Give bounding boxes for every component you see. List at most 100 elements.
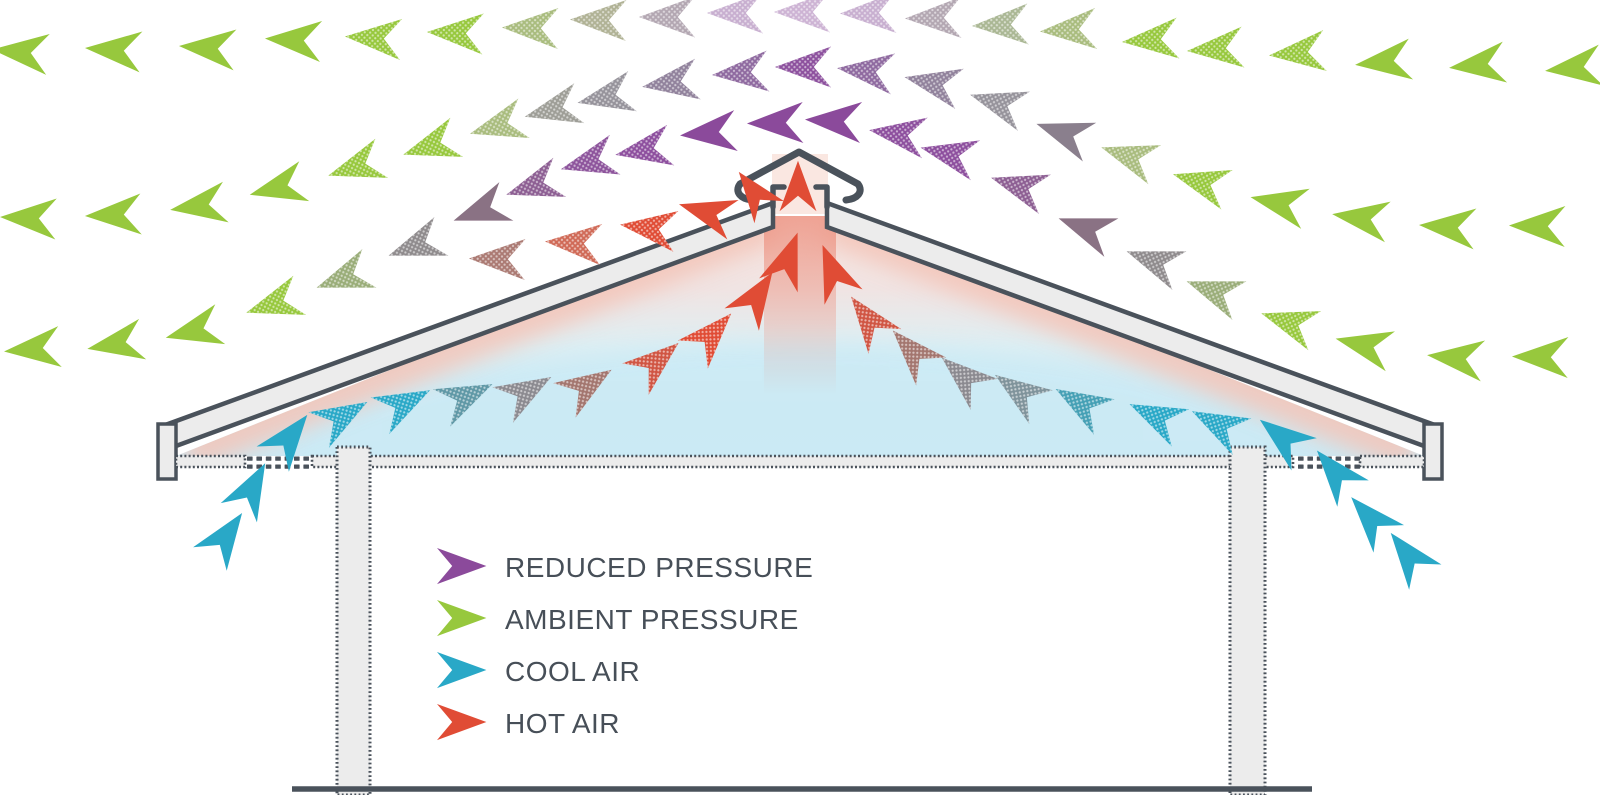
house-structure [156, 199, 1444, 795]
flow-arrow [239, 275, 307, 333]
flow-arrow [774, 46, 832, 88]
flow-arrow [639, 58, 701, 108]
hot-air-arrow-icon [437, 704, 487, 741]
legend: REDUCED PRESSURE AMBIENT PRESSURE COOL A… [437, 548, 813, 741]
flow-arrow [396, 117, 464, 175]
flow-arrow [710, 50, 770, 96]
flow-arrow [1374, 520, 1442, 590]
flow-arrow [343, 16, 403, 60]
vent-dash [275, 464, 281, 469]
legend-label-ambient-pressure: AMBIENT PRESSURE [505, 604, 799, 635]
vent-dash [1335, 456, 1342, 461]
flow-arrow [193, 501, 259, 571]
cool-air-pool [270, 343, 1330, 456]
vent-dash [1345, 456, 1351, 461]
flow-arrow [834, 47, 896, 95]
flow-arrow [84, 193, 142, 237]
flow-arrow [309, 249, 377, 307]
flow-arrow [1038, 8, 1098, 52]
flow-arrow [263, 18, 323, 62]
flow-arrow [803, 99, 863, 143]
flow-arrow [167, 181, 229, 231]
vent-dash [1307, 456, 1313, 461]
flow-arrow [1417, 204, 1477, 250]
flow-arrow [1179, 262, 1247, 320]
flow-arrow [1267, 30, 1327, 76]
flow-arrow [1331, 318, 1395, 372]
flow-arrow [1424, 334, 1486, 382]
flow-arrow [964, 75, 1030, 131]
flow-arrow [1119, 232, 1187, 290]
ceiling [310, 454, 1295, 469]
flow-arrow [839, 0, 897, 35]
legend-label-hot-air: HOT AIR [505, 708, 620, 739]
flow-arrow [916, 127, 980, 181]
flow-arrow [1329, 193, 1391, 243]
flow-arrow [501, 6, 559, 50]
vent-dash [1307, 464, 1313, 469]
flow-arrow [244, 161, 310, 215]
flow-arrow [1511, 335, 1569, 379]
fascia-right [1422, 422, 1444, 481]
vent-dash [1316, 464, 1323, 469]
vent-dash [265, 464, 272, 469]
flow-arrow [985, 158, 1051, 214]
vent-dash [303, 464, 309, 469]
flow-arrow [0, 29, 50, 75]
flow-arrow [1185, 26, 1245, 72]
flow-arrow [638, 0, 696, 38]
ambient-pressure-arrow-icon [437, 600, 487, 637]
flow-arrow [1246, 177, 1310, 229]
flow-arrow [321, 138, 389, 196]
flow-arrow [773, 0, 831, 33]
flow-arrow [1508, 204, 1566, 248]
fascia-left [156, 422, 178, 481]
flow-arrow [499, 157, 567, 215]
legend-label-cool-air: COOL AIR [505, 656, 640, 687]
flow-ambient-upper [0, 0, 1600, 92]
vent-dash [1354, 456, 1360, 461]
flow-arrow [866, 109, 928, 159]
vent-dash [1298, 456, 1304, 461]
flow-arrow [611, 124, 675, 176]
flow-arrow [573, 71, 637, 123]
flow-arrow [177, 25, 237, 71]
vent-dash [247, 464, 253, 469]
flow-arrow [1254, 293, 1322, 351]
flow-arrow [678, 110, 738, 156]
flow-arrow [1120, 17, 1180, 63]
flow-arrow [426, 11, 484, 55]
flow-arrow [900, 57, 964, 109]
wall-right [1228, 445, 1267, 795]
vent-dash [265, 456, 272, 461]
vent-dash [1298, 464, 1304, 469]
vent-dash [275, 456, 281, 461]
flow-arrow [1051, 199, 1119, 257]
vent-dash [303, 456, 309, 461]
legend-item-ambient-pressure: AMBIENT PRESSURE [437, 600, 799, 637]
flow-arrow [971, 3, 1029, 47]
flow-arrow [1542, 44, 1600, 92]
hot-air-column [764, 216, 836, 395]
flow-arrow [1167, 154, 1233, 210]
wall-left [335, 445, 372, 795]
flow-arrow [1094, 127, 1162, 185]
flow-arrow [519, 83, 585, 137]
legend-item-hot-air: HOT AIR [437, 704, 620, 741]
ridge-flange-right [813, 184, 830, 210]
legend-item-reduced-pressure: REDUCED PRESSURE [437, 548, 813, 585]
flow-arrow [0, 196, 57, 240]
flow-arrow [160, 304, 226, 358]
legend-label-reduced-pressure: REDUCED PRESSURE [505, 552, 813, 583]
flow-intake-left [193, 453, 284, 571]
flow-arrow [706, 0, 764, 34]
soffit-vent-left [247, 456, 309, 469]
flow-arrow [468, 237, 526, 281]
flow-arrow [555, 134, 621, 190]
flow-arrow [569, 0, 627, 42]
vent-dash [247, 456, 253, 461]
vent-dash [1354, 464, 1360, 469]
flow-arrow [746, 101, 804, 145]
